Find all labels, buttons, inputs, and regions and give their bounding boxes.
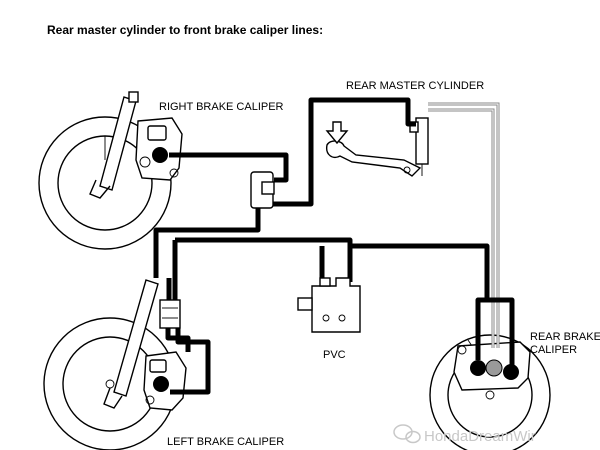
- three-way-joint: [250, 171, 275, 209]
- watermark: HondaDreamWir: [393, 424, 536, 445]
- brake-pedal: [325, 140, 422, 177]
- rear-caliper-hose: [428, 102, 500, 348]
- pedal-push-arrow-icon: [325, 121, 349, 145]
- right-fork: [89, 91, 139, 199]
- watermark-text: HondaDreamWir: [424, 428, 536, 445]
- brake-lines: [153, 97, 515, 395]
- left-brake-caliper: [143, 351, 187, 411]
- rear-brake-caliper: [453, 341, 531, 391]
- rear-brake-caliper-label-line2: CALIPER: [530, 344, 577, 356]
- chat-bubble-icon: [393, 424, 421, 444]
- right-front-wheel: [38, 116, 172, 250]
- diagram-title: Rear master cylinder to front brake cali…: [47, 23, 323, 37]
- rear-brake-caliper-label-line1: REAR BRAKE: [530, 331, 600, 343]
- left-brake-caliper-label: LEFT BRAKE CALIPER: [167, 436, 284, 448]
- right-brake-caliper-label: RIGHT BRAKE CALIPER: [159, 101, 284, 113]
- pvc-label: PVC: [323, 349, 346, 361]
- right-brake-caliper: [135, 117, 183, 181]
- pvc-valve: [297, 277, 361, 333]
- rear-master-cylinder-label: REAR MASTER CYLINDER: [346, 80, 484, 92]
- rear-master-cylinder: [409, 117, 429, 176]
- left-fork: [103, 279, 181, 409]
